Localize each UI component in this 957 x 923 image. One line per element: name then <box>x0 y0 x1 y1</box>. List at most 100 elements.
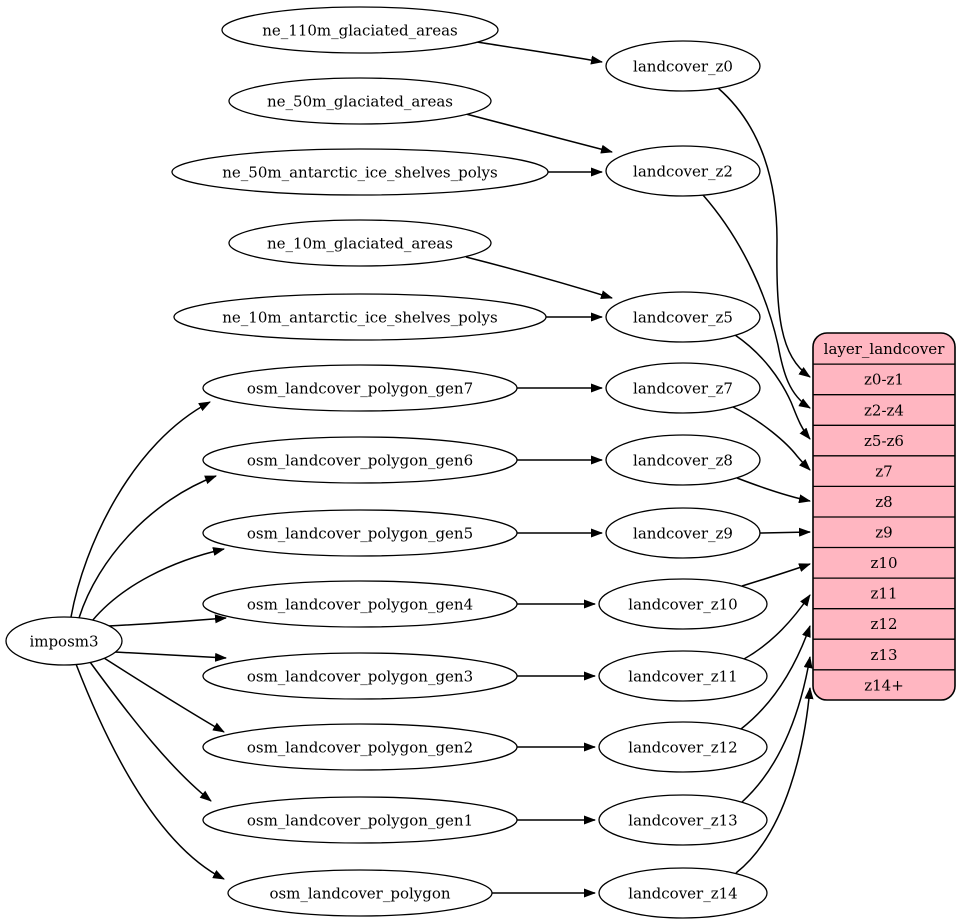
landcover_z7-ellipse <box>605 362 761 414</box>
edge-ne_50m_glaciated_areas-to-landcover_z2 <box>465 113 613 154</box>
ne_110m_glaciated_areas-ellipse <box>221 6 499 54</box>
node-ne_10m_glaciated_areas: ne_10m_glaciated_areas <box>228 219 492 267</box>
edge-imposm3-to-osm_landcover_polygon_gen4 <box>107 614 227 627</box>
edge-ne_110m_glaciated_areas-to-landcover_z0 <box>476 41 603 65</box>
table-row-z11: z11 <box>871 585 898 603</box>
imposm3-label: imposm3 <box>29 632 98 650</box>
landcover_z10-label: landcover_z10 <box>628 595 737 613</box>
nodes: imposm3 ne_110m_glaciated_areas ne_50m_g… <box>5 6 768 919</box>
ne_10m_glaciated_areas-ellipse <box>228 219 492 267</box>
node-landcover_z7: landcover_z7 <box>605 362 761 414</box>
edge-landcover_z13-to-row-z13 <box>741 656 813 803</box>
osm_landcover_polygon_gen4-ellipse <box>202 580 518 628</box>
osm_landcover_polygon_gen3-label: osm_landcover_polygon_gen3 <box>247 667 473 685</box>
node-ne_50m_antarctic_ice_shelves_polys: ne_50m_antarctic_ice_shelves_polys <box>171 148 549 196</box>
node-landcover_z9: landcover_z9 <box>605 507 761 559</box>
landcover_z8-label: landcover_z8 <box>633 451 733 469</box>
osm_landcover_polygon_gen7-label: osm_landcover_polygon_gen7 <box>247 379 473 397</box>
edge-landcover_z5-to-row-z5-z6 <box>734 334 811 440</box>
osm_landcover_polygon_gen5-ellipse <box>202 509 518 557</box>
landcover_z11-label: landcover_z11 <box>628 667 737 685</box>
imposm3-ellipse <box>5 616 123 666</box>
table-row-z10: z10 <box>871 554 898 572</box>
node-landcover_z5: landcover_z5 <box>605 291 761 343</box>
node-landcover_z13: landcover_z13 <box>598 794 768 846</box>
osm_landcover_polygon_gen1-label: osm_landcover_polygon_gen1 <box>247 811 473 829</box>
node-landcover_z11: landcover_z11 <box>598 650 768 702</box>
node-osm_landcover_polygon_gen5: osm_landcover_polygon_gen5 <box>202 509 518 557</box>
edge-ne_10m_glaciated_areas-to-landcover_z5 <box>465 256 613 300</box>
landcover_z9-label: landcover_z9 <box>633 524 733 542</box>
ne_50m_glaciated_areas-ellipse <box>228 77 492 125</box>
node-osm_landcover_polygon_gen1: osm_landcover_polygon_gen1 <box>202 796 518 844</box>
edge-landcover_z11-to-row-z11 <box>743 594 811 660</box>
landcover_z5-label: landcover_z5 <box>633 308 733 326</box>
landcover_z9-ellipse <box>605 507 761 559</box>
node-osm_landcover_polygon: osm_landcover_polygon <box>227 869 493 917</box>
node-landcover_z2: landcover_z2 <box>605 145 761 197</box>
node-osm_landcover_polygon_gen4: osm_landcover_polygon_gen4 <box>202 580 518 628</box>
layer-landcover-title: layer_landcover <box>824 340 946 358</box>
landcover_z13-ellipse <box>598 794 768 846</box>
edge-landcover_z10-to-row-z10 <box>741 563 811 587</box>
edge-landcover_z8-to-row-z8 <box>736 477 811 504</box>
edge-imposm3-to-osm_landcover_polygon_gen3 <box>114 651 227 662</box>
ne_110m_glaciated_areas-label: ne_110m_glaciated_areas <box>262 21 458 39</box>
ne_10m_glaciated_areas-label: ne_10m_glaciated_areas <box>267 234 453 252</box>
node-landcover_z14: landcover_z14 <box>598 867 768 919</box>
node-landcover_z10: landcover_z10 <box>598 578 768 630</box>
node-ne_50m_glaciated_areas: ne_50m_glaciated_areas <box>228 77 492 125</box>
osm_landcover_polygon_gen6-label: osm_landcover_polygon_gen6 <box>247 451 473 469</box>
landcover_z14-ellipse <box>598 867 768 919</box>
node-landcover_z8: landcover_z8 <box>605 434 761 486</box>
edge-landcover_z7-to-row-z7 <box>732 406 811 471</box>
osm_landcover_polygon_gen2-ellipse <box>202 723 518 771</box>
edge-imposm3-to-osm_landcover_polygon_gen1 <box>89 661 212 802</box>
osm_landcover_polygon-label: osm_landcover_polygon <box>269 884 450 902</box>
ne_50m_glaciated_areas-label: ne_50m_glaciated_areas <box>267 92 453 110</box>
node-imposm3: imposm3 <box>5 616 123 666</box>
node-landcover_z0: landcover_z0 <box>605 40 761 92</box>
landcover_z0-label: landcover_z0 <box>633 57 733 75</box>
node-osm_landcover_polygon_gen3: osm_landcover_polygon_gen3 <box>202 652 518 700</box>
osm_landcover_polygon_gen5-label: osm_landcover_polygon_gen5 <box>247 524 473 542</box>
osm_landcover_polygon_gen4-label: osm_landcover_polygon_gen4 <box>247 595 473 613</box>
node-landcover_z12: landcover_z12 <box>598 721 768 773</box>
osm_landcover_polygon_gen7-ellipse <box>202 364 518 412</box>
landcover_z14-label: landcover_z14 <box>628 884 737 902</box>
edge-imposm3-to-osm_landcover_polygon_gen2 <box>103 657 225 733</box>
edge-landcover_z12-to-row-z12 <box>740 625 811 730</box>
node-ne_10m_antarctic_ice_shelves_polys: ne_10m_antarctic_ice_shelves_polys <box>173 293 547 341</box>
table-row-z5-z6: z5-z6 <box>864 432 904 450</box>
edge-imposm3-to-osm_landcover_polygon_gen7 <box>70 401 211 618</box>
edge-imposm3-to-osm_landcover_polygon_gen6 <box>78 475 217 619</box>
node-osm_landcover_polygon_gen6: osm_landcover_polygon_gen6 <box>202 436 518 484</box>
osm_landcover_polygon-ellipse <box>227 869 493 917</box>
osm_landcover_polygon_gen3-ellipse <box>202 652 518 700</box>
osm_landcover_polygon_gen6-ellipse <box>202 436 518 484</box>
landcover_z7-label: landcover_z7 <box>633 379 733 397</box>
edge-landcover_z14-to-row-z14plus <box>735 687 814 874</box>
table-row-z2-z4: z2-z4 <box>864 401 904 419</box>
landcover_z0-ellipse <box>605 40 761 92</box>
node-ne_110m_glaciated_areas: ne_110m_glaciated_areas <box>221 6 499 54</box>
landcover_z13-label: landcover_z13 <box>628 811 737 829</box>
landcover_z11-ellipse <box>598 650 768 702</box>
node-osm_landcover_polygon_gen7: osm_landcover_polygon_gen7 <box>202 364 518 412</box>
osm_landcover_polygon_gen1-ellipse <box>202 796 518 844</box>
layer-landcover-table: layer_landcover z0-z1 z2-z4 z5-z6 z7 z8 … <box>812 332 956 701</box>
edge-landcover_z2-to-row-z2-z4 <box>702 194 811 409</box>
table-row-z12: z12 <box>871 615 898 633</box>
edges <box>70 41 814 898</box>
landcover_z5-ellipse <box>605 291 761 343</box>
ne_10m_antarctic_ice_shelves_polys-ellipse <box>173 293 547 341</box>
table-row-z7: z7 <box>875 462 892 480</box>
edge-landcover_z9-to-row-z9 <box>759 527 811 537</box>
landcover_z2-ellipse <box>605 145 761 197</box>
node-osm_landcover_polygon_gen2: osm_landcover_polygon_gen2 <box>202 723 518 771</box>
ne_10m_antarctic_ice_shelves_polys-label: ne_10m_antarctic_ice_shelves_polys <box>222 308 497 326</box>
table-row-z9: z9 <box>875 523 892 541</box>
edge-imposm3-to-osm_landcover_polygon <box>75 663 225 880</box>
osm_landcover_polygon_gen2-label: osm_landcover_polygon_gen2 <box>247 738 473 756</box>
